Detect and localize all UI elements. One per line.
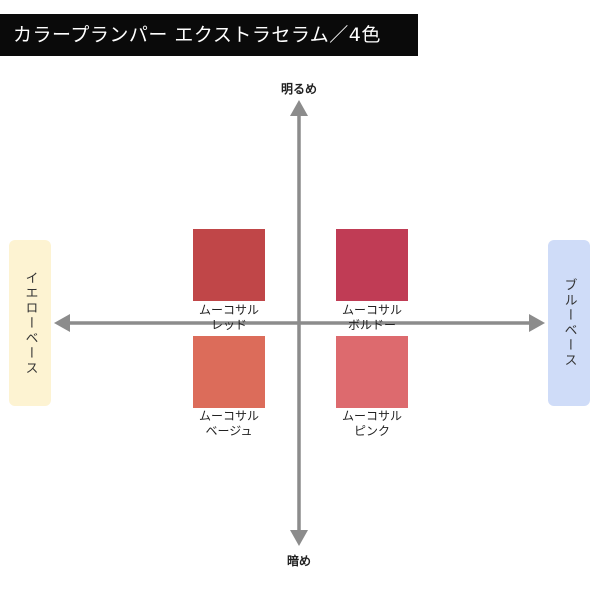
swatch-shade: ベージュ xyxy=(205,424,253,438)
horizontal-axis xyxy=(54,314,545,332)
page-title: カラープランパー エクストラセラム／4色 xyxy=(0,14,418,56)
swatch-label-red: ムーコサル レッド xyxy=(174,303,284,333)
yellow-base-panel: イエローベース xyxy=(9,240,51,406)
swatch-bordeaux xyxy=(336,229,408,301)
swatch-label-bordeaux: ムーコサル ボルドー xyxy=(317,303,427,333)
yellow-base-label: イエローベース xyxy=(22,270,38,376)
swatch-shade: ピンク xyxy=(353,424,390,438)
swatch-red xyxy=(193,229,265,301)
arrow-up-icon xyxy=(290,100,308,116)
swatch-label-pink: ムーコサル ピンク xyxy=(317,409,427,439)
swatch-name: ムーコサル xyxy=(198,303,259,317)
axis-label-bright: 明るめ xyxy=(280,82,317,96)
swatch-pink xyxy=(336,336,408,408)
swatch-name: ムーコサル xyxy=(198,409,259,423)
swatch-name: ムーコサル xyxy=(341,409,402,423)
swatch-label-beige: ムーコサル ベージュ xyxy=(174,409,284,439)
arrow-left-icon xyxy=(54,314,70,332)
blue-base-panel: ブルーベース xyxy=(548,240,590,406)
swatch-beige xyxy=(193,336,265,408)
arrow-down-icon xyxy=(290,530,308,546)
swatch-shade: レッド xyxy=(210,318,247,332)
swatch-shade: ボルドー xyxy=(347,318,396,332)
arrow-right-icon xyxy=(529,314,545,332)
axis-label-dark: 暗め xyxy=(286,554,311,568)
swatch-name: ムーコサル xyxy=(341,303,402,317)
blue-base-label: ブルーベース xyxy=(561,278,577,368)
